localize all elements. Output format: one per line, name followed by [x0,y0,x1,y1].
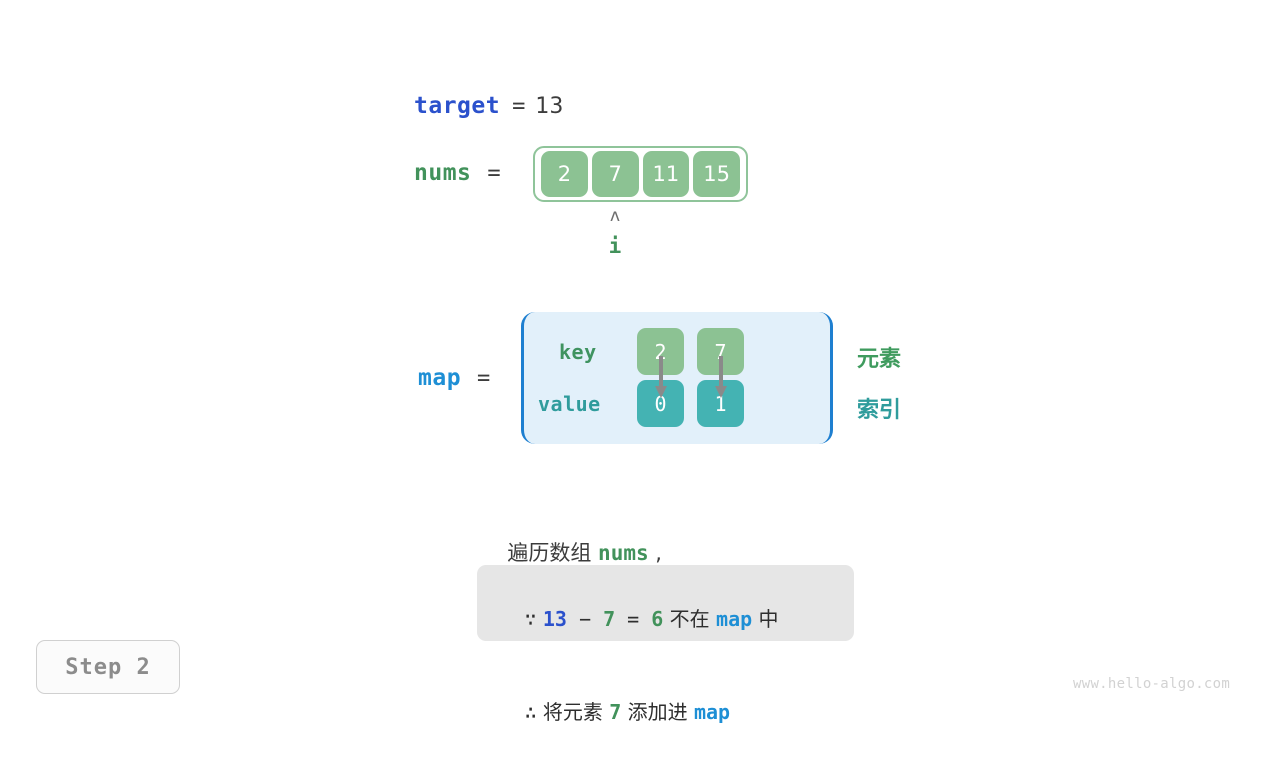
note-text-not-in: 不在 [669,607,710,631]
because-symbol: ∵ [524,607,537,631]
map-key-row-label: key [559,340,597,364]
note-complement-value: 6 [651,607,664,631]
explanation-box: ∵ 13 − 7 = 6 不在 map 中 ∴ 将元素 7 添加进 map [477,565,854,724]
step-badge-label: Step 2 [65,654,151,680]
step-badge: Step 2 [36,640,180,694]
note-text-add-element: 将元素 [542,700,603,724]
nums-cell[interactable]: 11 [642,151,690,197]
side-label-index: 索引 [857,398,902,423]
note-current-value: 7 [603,607,616,631]
therefore-symbol: ∴ [524,700,537,724]
map-container: key value 2 7 0 1 [521,312,833,444]
note-added-value: 7 [609,700,622,724]
note-map-word: map [693,700,731,724]
caption-suffix: , [648,541,662,565]
key-to-value-arrow-icon [715,356,727,398]
map-value-cell[interactable]: 1 [697,380,744,427]
equals-symbol: = [627,607,640,631]
note-text-tail: 中 [758,607,779,631]
map-variable-name: map [418,365,462,391]
nums-cell[interactable]: 2 [541,151,588,197]
map-label: map = [418,365,490,391]
target-row: target = 13 [414,93,563,119]
explanation-line-1: ∵ 13 − 7 = 6 不在 map 中 [499,573,854,666]
index-pointer: ʌ i [600,206,630,259]
nums-variable-name: nums [414,160,472,186]
target-variable-name: target [414,93,501,119]
map-value-cell[interactable]: 0 [637,380,684,427]
nums-label: nums = [414,160,501,186]
note-text-add-into: 添加进 [627,700,688,724]
caption-variable: nums [598,541,649,565]
watermark: www.hello-algo.com [1073,676,1231,692]
nums-cell[interactable]: 15 [693,151,740,197]
nums-array-container: 2 7 11 15 [533,146,748,202]
target-equals-sign: = [512,94,526,119]
nums-cell[interactable]: 7 [591,151,639,197]
minus-symbol: − [578,607,592,631]
note-target-value: 13 [542,607,567,631]
caret-up-icon: ʌ [609,206,621,226]
map-value-row-label: value [538,392,601,416]
nums-equals-sign: = [487,160,501,186]
key-to-value-arrow-icon [655,356,667,398]
caption-prefix: 遍历数组 [507,541,599,565]
index-pointer-label: i [608,234,622,258]
note-map-word: map [716,607,753,631]
target-value: 13 [535,94,564,119]
map-equals-sign: = [477,365,491,391]
explanation-line-2: ∴ 将元素 7 添加进 map [499,666,854,759]
caption-line: 遍历数组 nums , [494,513,662,567]
side-label-element: 元素 [857,347,902,372]
